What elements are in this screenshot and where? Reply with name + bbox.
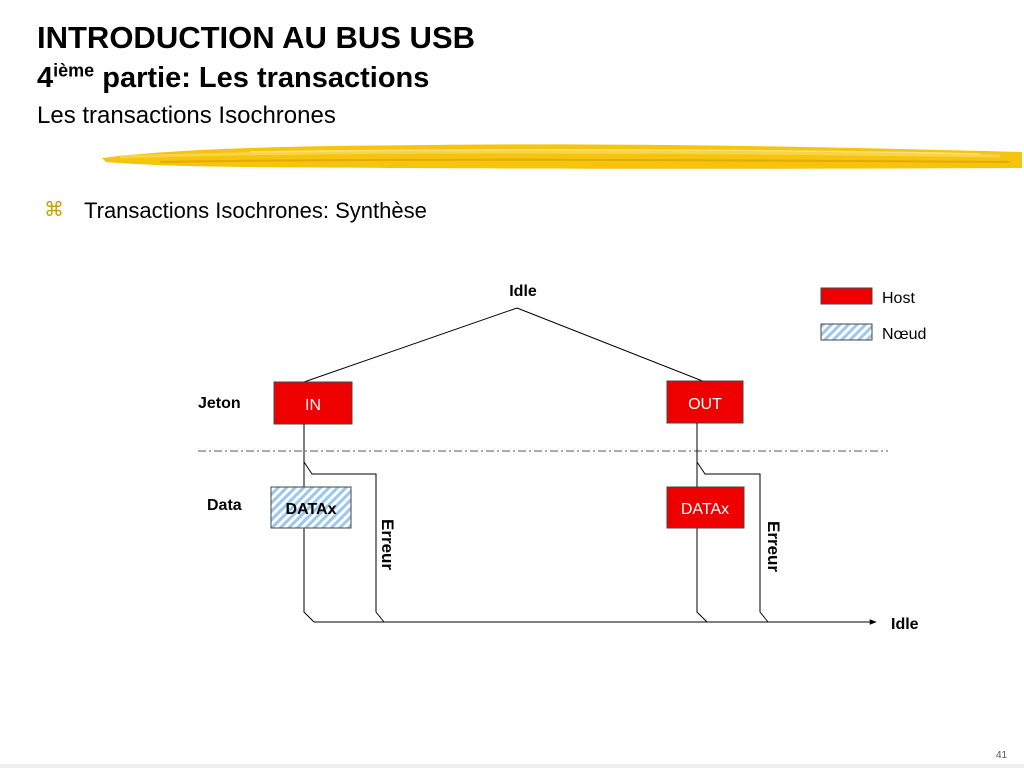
in-token-label: IN	[305, 397, 321, 414]
out-token-box	[666, 380, 744, 424]
idle-bottom-label: Idle	[891, 616, 919, 633]
branch-line-left	[303, 307, 518, 383]
part-superscript: ième	[53, 60, 95, 81]
part-number: 4	[37, 62, 54, 94]
legend-host-swatch	[820, 287, 873, 305]
left-error-label: Erreur	[378, 519, 397, 570]
row-label-data: Data	[207, 497, 242, 514]
row-label-token: Jeton	[198, 395, 241, 412]
bullet-text: Transactions Isochrones: Synthèse	[84, 198, 427, 223]
right-data-label: DATAx	[681, 501, 729, 518]
right-data-box	[666, 486, 745, 529]
out-token-label: OUT	[688, 396, 722, 413]
slide-title-line2: 4ième partie: Les transactions	[37, 60, 429, 96]
slide-subtitle: Les transactions Isochrones	[37, 102, 336, 129]
brush-stroke-decoration	[102, 144, 1022, 169]
legend-node-swatch	[820, 323, 873, 341]
page-number: 41	[996, 750, 1008, 761]
branch-line-right	[516, 307, 706, 383]
right-error-line	[696, 461, 769, 623]
left-data-label: DATAx	[286, 501, 337, 518]
legend-host-label: Host	[882, 290, 915, 307]
right-error-label: Erreur	[764, 521, 783, 572]
in-token-box	[273, 381, 353, 425]
left-error-line	[303, 461, 385, 623]
left-data-box	[270, 486, 352, 529]
part-title: partie: Les transactions	[94, 62, 430, 94]
footer-bar	[0, 764, 1024, 768]
idle-top-label: Idle	[509, 283, 537, 300]
command-key-icon: ⌘	[44, 199, 64, 221]
legend-node-label: Nœud	[882, 326, 926, 343]
slide-title: INTRODUCTION AU BUS USB	[37, 20, 476, 55]
right-flow-line	[696, 423, 708, 623]
